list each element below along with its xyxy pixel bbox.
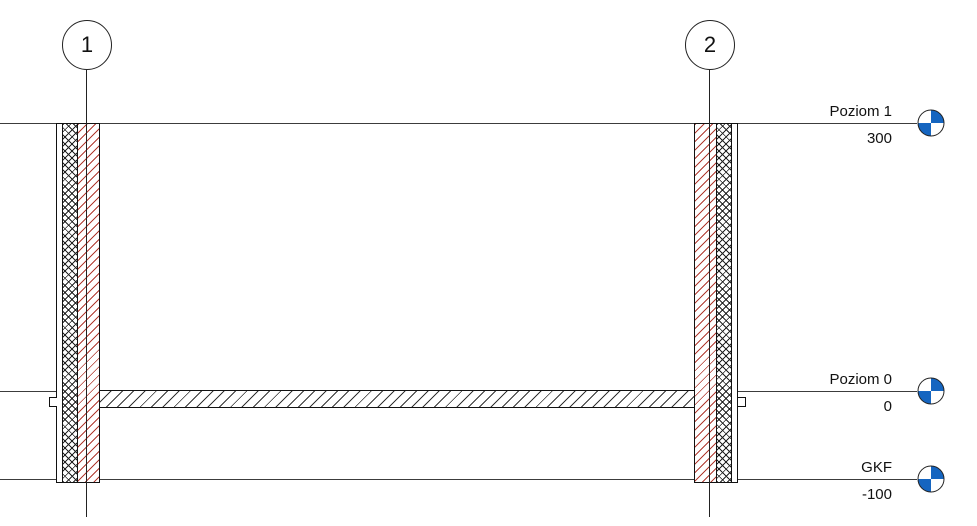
level-head-quadrant-ne [931,466,944,479]
level-elevation-label[interactable]: 300 [866,130,892,147]
wall-left[interactable] [56,123,100,483]
wall-insulation-layer [716,124,731,482]
level-head-quadrant-ne [931,378,944,391]
wall-finish-layer [57,124,62,482]
wall-masonry-layer [695,124,716,482]
level-head-outline [917,109,945,137]
wall-base-step-left [49,397,57,407]
level-name-label[interactable]: GKF [861,459,892,476]
floor-slab[interactable] [99,390,695,408]
level-name-label[interactable]: Poziom 0 [829,371,892,388]
wall-right[interactable] [694,123,738,483]
grid-bubble-2[interactable]: 2 [685,20,735,70]
wall-insulation-layer [62,124,77,482]
level-line[interactable] [0,123,917,124]
level-elevation-label[interactable]: -100 [861,486,892,503]
grid-line-1[interactable] [86,70,87,517]
level-head-quadrant-ne [931,110,944,123]
wall-base-step-right [738,397,746,407]
wall-masonry-layer [77,124,99,482]
level-head-icon[interactable] [917,109,945,137]
wall-finish-layer [731,124,737,482]
grid-line-2[interactable] [709,70,710,517]
level-head-outline [917,377,945,405]
level-line[interactable] [0,479,917,480]
level-name-label[interactable]: Poziom 1 [829,103,892,120]
level-head-quadrant-sw [918,479,931,492]
level-head-outline [917,465,945,493]
level-head-icon[interactable] [917,377,945,405]
grid-bubble-1[interactable]: 1 [62,20,112,70]
level-head-quadrant-sw [918,123,931,136]
level-head-icon[interactable] [917,465,945,493]
level-elevation-label[interactable]: 0 [883,398,892,415]
level-head-quadrant-sw [918,391,931,404]
